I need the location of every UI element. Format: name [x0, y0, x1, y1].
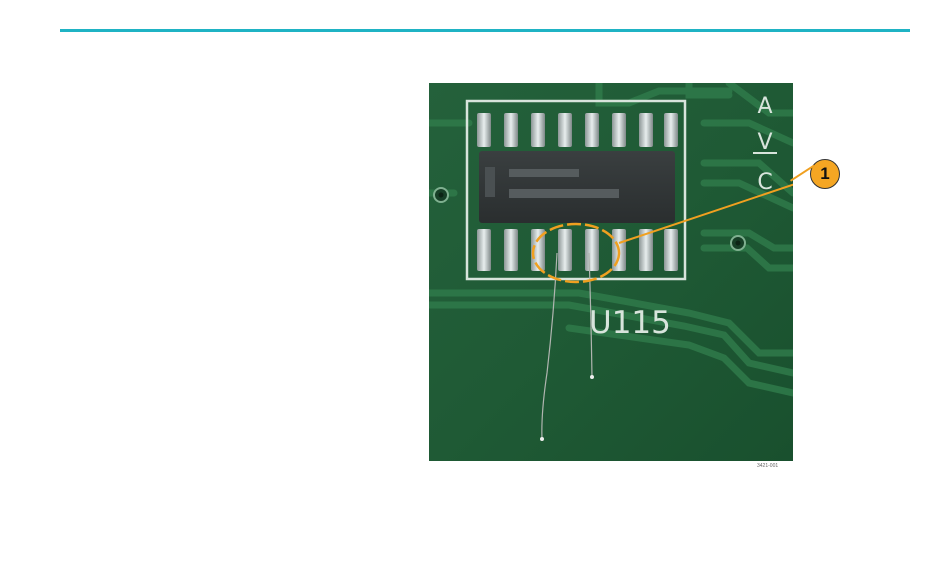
silkscreen-letter-v: V	[757, 130, 772, 155]
ic-chip-body	[479, 151, 675, 223]
callout-number: 1	[820, 164, 829, 184]
silkscreen-letter-a: A	[757, 94, 772, 119]
pcb-figure: A V C U115	[429, 83, 793, 461]
figure-code: 3421-001	[757, 463, 778, 469]
callout-marker-number: 1	[810, 159, 840, 189]
pcb-photo: A V C U115	[429, 83, 793, 461]
component-reference-label: U115	[589, 305, 671, 341]
header-divider	[60, 29, 910, 32]
